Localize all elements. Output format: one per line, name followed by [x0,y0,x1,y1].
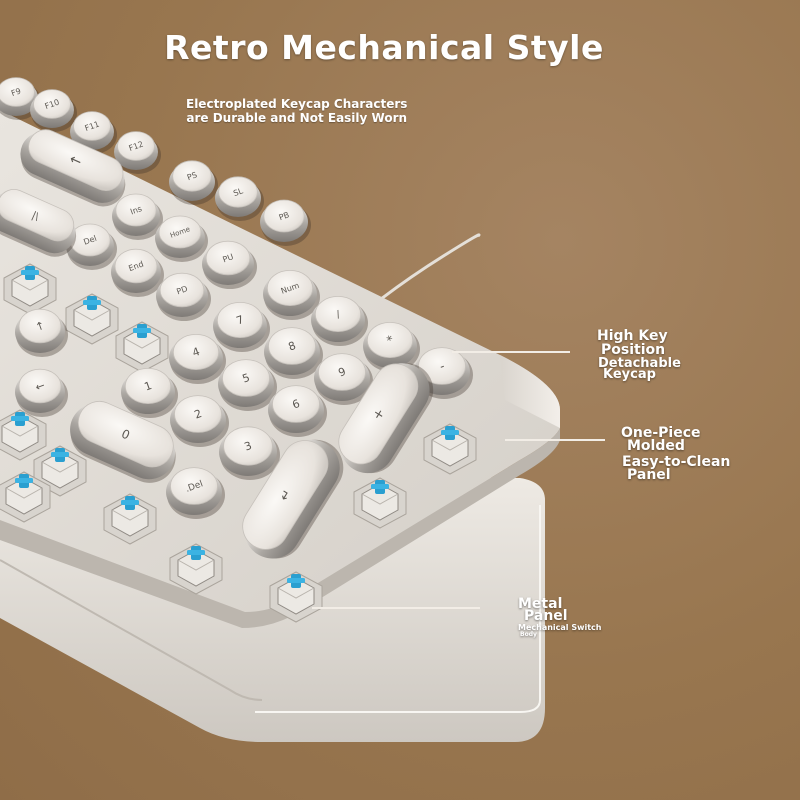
keycap-n7: 7 [213,301,270,352]
keycap-pb: PB [260,199,311,246]
keycap-n7-legend: 7 [235,313,246,328]
keycap-home: Home [155,215,208,262]
callout-metal-line4: Body [520,631,537,638]
keycap-sl: SL [215,176,264,221]
page-title: Retro Mechanical Style [164,28,604,67]
callout-one-piece-line4: Panel [627,467,671,483]
callout-line-one-piece [505,439,605,441]
keycap-ins: Ins [112,193,163,240]
callout-one-piece-line1: One-Piece [621,425,701,441]
keycap-n8: 8 [264,327,323,379]
callout-high-key-line1: High Key [597,328,668,344]
keycap-num: Num [263,269,320,320]
keycap-n5: 5 [218,359,277,411]
callout-metal: Metal Panel Mechanical Switch Body [518,597,601,638]
callout-high-key-line2: Position [601,342,666,358]
keycap-n1: 1 [121,367,178,418]
keycap-n4-legend: 4 [191,345,202,360]
keycap-ins-legend: Ins [129,204,143,216]
callout-metal-line3: Mechanical Switch [518,623,602,632]
callout-high-key: High Key Position Detachable Keycap [597,329,681,381]
keycap-backslash-legend: |\ [30,210,41,223]
subtitle-line-1: Electroplated Keycap Characters [186,97,408,111]
keycap-ps: PS [169,160,218,205]
keycap-star-legend: * [385,333,395,348]
mechanical-switch [103,493,157,545]
keycap-n3-legend: 3 [243,439,254,454]
callout-line-metal [312,607,480,609]
keycap-n6: 6 [268,385,327,437]
keycap-slash-legend: / [335,309,343,321]
mechanical-switch [65,293,119,345]
keycap-n3: 3 [219,426,280,480]
mechanical-switch [33,445,87,497]
keycap-left-legend: ← [34,379,47,394]
keycap-n6-legend: 6 [291,397,302,412]
callout-metal-line1: Metal [518,596,563,612]
keycap-left: ← [15,368,68,417]
keycap-sl-legend: SL [232,186,245,198]
keycap-plus: + [338,363,434,474]
mechanical-switch [353,477,407,529]
usb-cable [371,233,481,308]
keycap-pu-legend: PU [222,252,235,264]
callout-one-piece: One-Piece Molded Easy-to-Clean Panel [621,426,730,482]
keycap-n2-legend: 2 [193,407,204,422]
mechanical-switch [115,321,169,373]
keycap-n9-legend: 9 [337,365,348,380]
mechanical-switch [269,571,323,623]
keycap-n9: 9 [314,353,373,405]
mechanical-switch [0,471,51,523]
keycap-pu: PU [202,240,257,289]
keycap-n2: 2 [170,395,229,447]
callout-line-high-key [452,351,570,353]
keycap-pd-legend: PD [175,284,188,296]
keycap-f10: F10 [30,89,77,132]
keycap-f9-legend: F9 [10,86,22,98]
keycap-dot-del: .Del [166,467,225,519]
callout-high-key-line4: Keycap [603,367,656,382]
keycap-up: ↑ [15,308,68,357]
mechanical-switch [423,423,477,475]
subtitle: Electroplated Keycap Characters are Dura… [186,97,407,125]
keycap-up-legend: ↑ [34,319,47,334]
keycap-del: Del [66,223,117,270]
keycap-slash: / [311,295,368,346]
mechanical-switch [0,409,47,461]
keycap-n5-legend: 5 [241,371,252,386]
keycap-f12: F12 [114,131,161,174]
keycap-del-legend: Del [82,234,98,247]
keycap-backspace: ← [20,129,126,207]
keycap-backslash: |\ [0,189,77,257]
callout-high-key-line3: Detachable [598,356,681,371]
keycap-n8-legend: 8 [287,339,298,354]
keycap-n4: 4 [169,333,226,384]
mechanical-switch [3,263,57,315]
keycap-pd: PD [156,272,211,321]
keycap-pb-legend: PB [278,210,291,222]
keycap-enter: ↵ [242,439,344,559]
keycap-minus-legend: - [438,359,447,374]
callout-one-piece-line3: Easy-to-Clean [622,454,731,470]
keycap-n1-legend: 1 [143,379,154,394]
switch-group [0,263,477,623]
callout-metal-line2: Panel [524,608,568,624]
callout-one-piece-line2: Molded [627,438,685,454]
keycap-star: * [363,321,420,372]
subtitle-line-2: are Durable and Not Easily Worn [186,111,408,125]
keycap-n0: 0 [70,400,176,483]
keycap-end: End [111,248,164,297]
keycap-ps-legend: PS [186,170,198,182]
mechanical-switch [169,543,223,595]
